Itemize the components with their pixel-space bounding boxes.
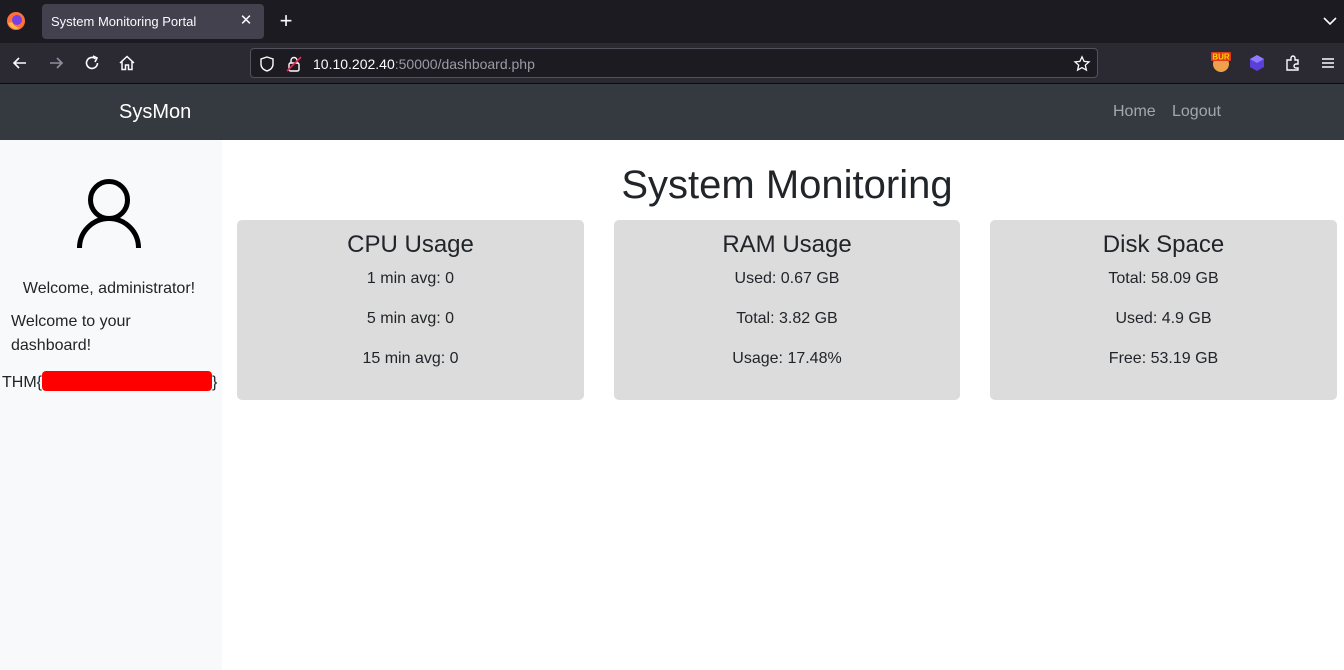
card-title: RAM Usage xyxy=(722,231,852,258)
browser-nav-bar: 10.10.202.40:50000/dashboard.php BUR xyxy=(0,43,1344,84)
card-title: Disk Space xyxy=(1102,231,1225,258)
bookmark-star-icon[interactable] xyxy=(1073,55,1091,73)
card-stat: 1 min avg: 0 xyxy=(366,270,455,287)
url-text: 10.10.202.40:50000/dashboard.php xyxy=(313,56,535,72)
disk-space-card: Disk Space Total: 58.09 GB Used: 4.9 GB … xyxy=(990,220,1337,400)
cpu-usage-card: CPU Usage 1 min avg: 0 5 min avg: 0 15 m… xyxy=(237,220,584,400)
url-host: 10.10.202.40 xyxy=(313,56,395,72)
back-icon[interactable] xyxy=(10,53,30,73)
url-path: :50000/dashboard.php xyxy=(394,56,535,72)
svg-text:BUR: BUR xyxy=(1212,53,1230,62)
dashboard-welcome-text: Welcome to your dashboard! xyxy=(11,313,131,354)
sidebar: Welcome, administrator! Welcome to your … xyxy=(0,140,222,670)
tab-list-chevron-icon[interactable] xyxy=(1320,11,1340,31)
close-tab-icon[interactable]: ✕ xyxy=(239,12,253,29)
tab-title: System Monitoring Portal xyxy=(51,14,197,29)
browser-tab-bar: System Monitoring Portal ✕ + xyxy=(0,0,1344,43)
nav-link-home[interactable]: Home xyxy=(1113,103,1156,120)
card-stat: Used: 0.67 GB xyxy=(734,270,840,287)
user-avatar-icon xyxy=(77,179,141,249)
forward-icon[interactable] xyxy=(46,53,66,73)
card-stat: Total: 58.09 GB xyxy=(1108,270,1219,287)
redacted-flag-bar xyxy=(42,371,212,391)
reload-icon[interactable] xyxy=(82,53,102,73)
extensions-puzzle-icon[interactable] xyxy=(1283,53,1303,73)
url-bar[interactable]: 10.10.202.40:50000/dashboard.php xyxy=(250,48,1098,78)
brand-logo[interactable]: SysMon xyxy=(119,101,192,123)
card-stat: Total: 3.82 GB xyxy=(736,310,838,327)
flag-suffix: } xyxy=(212,374,218,391)
home-icon[interactable] xyxy=(117,53,137,73)
firefox-logo-icon[interactable] xyxy=(6,11,26,31)
extension-cube-icon[interactable] xyxy=(1247,53,1267,73)
card-stat: Free: 53.19 GB xyxy=(1108,350,1219,367)
card-stat: 15 min avg: 0 xyxy=(362,350,459,367)
insecure-lock-icon[interactable] xyxy=(285,55,303,73)
site-navbar: SysMon Home Logout xyxy=(0,84,1344,140)
welcome-message: Welcome, administrator! xyxy=(22,280,196,297)
active-tab[interactable]: System Monitoring Portal ✕ xyxy=(42,4,264,39)
card-title: CPU Usage xyxy=(347,231,474,258)
flag-prefix: THM{ xyxy=(2,374,42,391)
new-tab-icon[interactable]: + xyxy=(279,8,293,33)
shield-icon[interactable] xyxy=(258,55,276,73)
card-stat: 5 min avg: 0 xyxy=(366,310,455,327)
burp-extension-icon[interactable]: BUR xyxy=(1210,50,1232,74)
page-title: System Monitoring xyxy=(621,163,953,207)
ram-usage-card: RAM Usage Used: 0.67 GB Total: 3.82 GB U… xyxy=(614,220,960,400)
menu-hamburger-icon[interactable] xyxy=(1318,53,1338,73)
nav-link-logout[interactable]: Logout xyxy=(1172,103,1221,120)
card-stat: Usage: 17.48% xyxy=(732,350,842,367)
flag-text: THM{} xyxy=(2,371,217,392)
card-stat: Used: 4.9 GB xyxy=(1115,310,1212,327)
